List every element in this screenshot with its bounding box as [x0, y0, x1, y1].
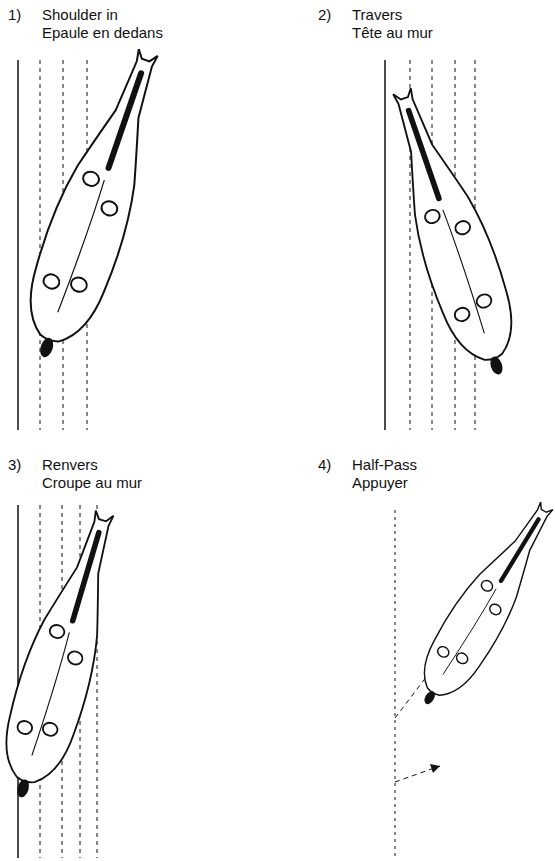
- panel-title: Travers: [352, 6, 402, 23]
- panel-number: 3): [8, 456, 21, 473]
- panel-title: Shoulder in: [42, 6, 118, 23]
- panel-subtitle: Tête au mur: [352, 24, 433, 41]
- panel-subtitle: Epaule en dedans: [42, 24, 163, 41]
- horse-figure: [8, 40, 183, 369]
- panel-number: 2): [318, 6, 331, 23]
- panel-subtitle: Appuyer: [352, 474, 408, 491]
- panel-subtitle: Croupe au mur: [42, 474, 142, 491]
- panel-number: 1): [8, 6, 21, 23]
- panel-number: 4): [318, 456, 331, 473]
- panel-title: Half-Pass: [352, 456, 417, 473]
- horse-figure: [403, 492, 555, 718]
- horse-figure: [0, 503, 137, 806]
- panel-title: Renvers: [42, 456, 98, 473]
- horse-figure: [369, 80, 532, 386]
